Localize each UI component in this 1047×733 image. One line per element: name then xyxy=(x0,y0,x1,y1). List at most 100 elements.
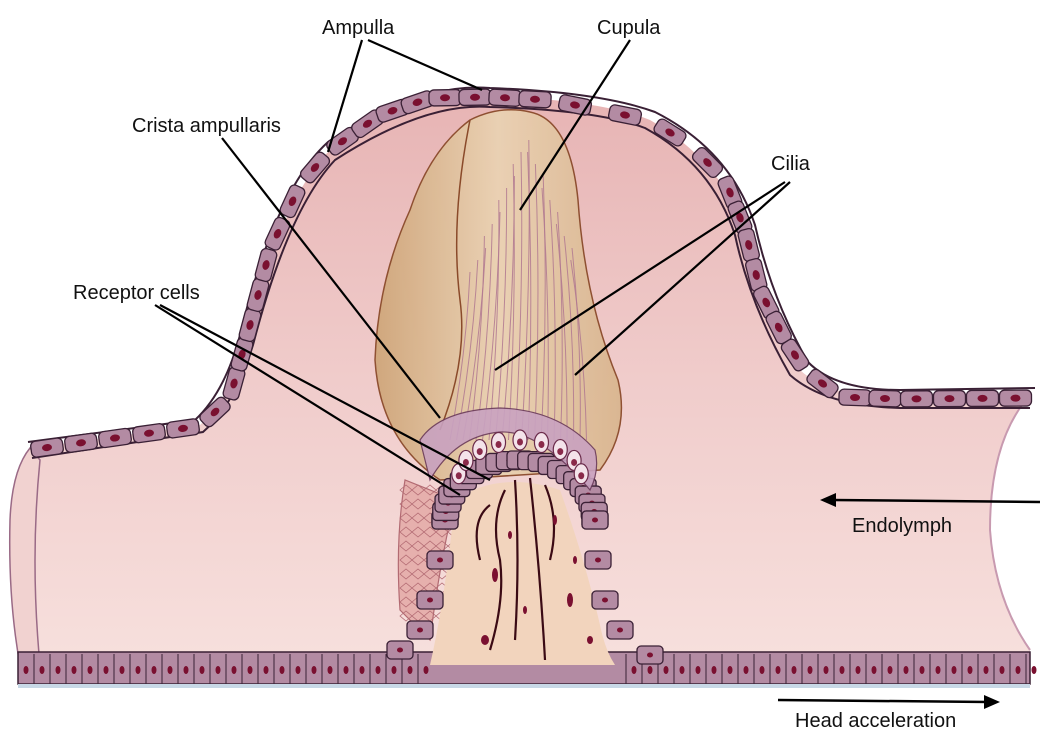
label-receptor-cells: Receptor cells xyxy=(73,282,200,304)
wall-cell xyxy=(305,654,317,684)
wall-cell xyxy=(745,257,768,293)
wall-cell xyxy=(98,427,132,449)
wall-cell xyxy=(817,654,829,684)
wall-cell xyxy=(932,389,967,408)
wall-cell xyxy=(838,388,872,407)
wall-cell xyxy=(385,654,397,684)
receptor-cells xyxy=(451,429,589,485)
wall-cell xyxy=(132,423,166,444)
crista-cell xyxy=(416,590,444,610)
crista-cell xyxy=(584,550,612,570)
wall-cell xyxy=(849,654,861,684)
wall-cell xyxy=(65,654,77,684)
wall-cell xyxy=(737,654,749,684)
wall-cell xyxy=(33,654,45,684)
head-acceleration-arrow xyxy=(777,695,1000,709)
wall-cell xyxy=(673,654,685,684)
crista-cell xyxy=(426,550,454,570)
wall-cell xyxy=(353,654,365,684)
wall-cell xyxy=(753,654,765,684)
wall-cell xyxy=(737,227,760,263)
wall-cell xyxy=(607,104,643,126)
crista-cell xyxy=(591,590,619,610)
wall-cell xyxy=(881,654,893,684)
label-ampulla: Ampulla xyxy=(322,17,395,39)
wall-cell xyxy=(49,654,61,684)
wall-cell xyxy=(965,389,1000,408)
crista-cell xyxy=(581,510,609,530)
wall-cell xyxy=(769,654,781,684)
wall-cell xyxy=(1009,654,1021,684)
wall-cell xyxy=(209,654,221,684)
wall-cell xyxy=(833,654,845,684)
wall-cell xyxy=(458,88,492,107)
wall-cell xyxy=(166,418,200,439)
crista-cell xyxy=(606,620,634,640)
wall-cell xyxy=(241,654,253,684)
label-crista-ampullaris: Crista ampullaris xyxy=(132,115,281,137)
wall-cell xyxy=(488,88,522,107)
wall-cell xyxy=(998,389,1033,407)
wall-cell xyxy=(518,90,552,109)
label-cilia: Cilia xyxy=(771,153,811,175)
label-head-acceleration: Head acceleration xyxy=(795,710,956,732)
wall-cell xyxy=(177,654,189,684)
core-spots xyxy=(481,515,593,645)
receptor-cap xyxy=(419,407,598,492)
wall-cell xyxy=(254,247,278,283)
wall-cell xyxy=(222,366,246,401)
wall-cell xyxy=(17,654,29,684)
wall-cell xyxy=(273,654,285,684)
receptor-cell xyxy=(512,429,528,451)
tube-opening-left xyxy=(8,446,41,666)
receptor-cell xyxy=(552,438,568,461)
wall-cell xyxy=(321,654,333,684)
receptor-cell xyxy=(472,438,488,461)
wall-cell xyxy=(30,437,64,458)
wall-cell xyxy=(557,94,593,116)
tube-opening-right xyxy=(988,394,1031,651)
wall-cell xyxy=(257,654,269,684)
label-cupula: Cupula xyxy=(597,17,661,39)
wall-cell xyxy=(868,389,902,408)
wall-cell xyxy=(193,654,205,684)
receptor-cell xyxy=(490,431,507,454)
crista-cell xyxy=(636,645,664,665)
wall-cell xyxy=(945,654,957,684)
endolymph-arrow xyxy=(820,493,1041,507)
wall-cell xyxy=(81,654,93,684)
wall-cell xyxy=(428,88,462,107)
wall-cell xyxy=(913,654,925,684)
wall-cell xyxy=(717,175,743,210)
crista-cell xyxy=(406,620,434,640)
leader-lines xyxy=(154,38,791,496)
wall-cell xyxy=(705,654,717,684)
wall-cell xyxy=(785,654,797,684)
wall-cell xyxy=(689,654,701,684)
wall-cell xyxy=(977,654,989,684)
wall-cell xyxy=(721,654,733,684)
wall-cell xyxy=(145,654,157,684)
wall-cell xyxy=(1025,654,1037,684)
wall-cell xyxy=(299,151,331,184)
wall-cell xyxy=(337,654,349,684)
wall-cell xyxy=(806,368,839,399)
label-endolymph: Endolymph xyxy=(852,515,952,537)
crista-cell xyxy=(386,640,414,660)
wall-cell xyxy=(653,118,687,147)
wall-cell xyxy=(801,654,813,684)
wall-cell xyxy=(929,654,941,684)
wall-cell xyxy=(161,654,173,684)
wall-cell xyxy=(897,654,909,684)
wall-cell xyxy=(865,654,877,684)
wall-cell xyxy=(417,654,429,684)
cupula-inner-edge xyxy=(439,119,471,431)
crista-epithelium xyxy=(386,450,664,665)
wall-cell xyxy=(625,654,637,684)
receptor-cell xyxy=(573,463,589,485)
epithelial-cells-top xyxy=(30,88,1033,458)
receptor-cell xyxy=(533,431,550,454)
wall-cell xyxy=(279,184,306,219)
epithelial-cells-bottom xyxy=(17,654,1037,684)
